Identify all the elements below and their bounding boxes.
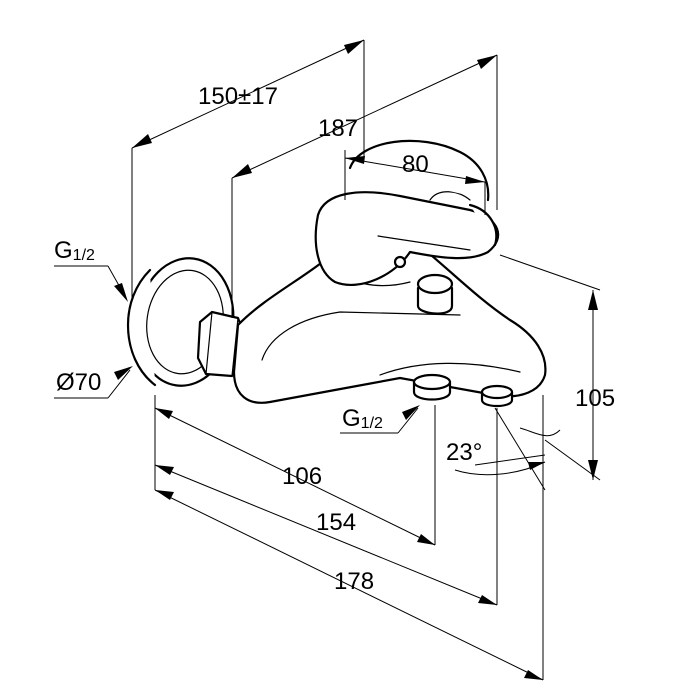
rosette-diameter-label: Ø70 [56,369,101,396]
dim-angle-label: 23° [446,439,482,466]
dim-80-label: 80 [402,151,429,178]
leader-lines [54,265,419,434]
dim-150-label: 150±17 [198,83,278,110]
dimension-labels: 150±17 187 80 105 106 154 178 23° Ø70 G1… [54,83,615,595]
outlet-connectors [412,373,514,408]
inlet-nut [196,310,246,378]
dim-106-label: 106 [282,463,322,490]
dim-105-label: 105 [575,385,615,412]
dim-154-label: 154 [316,509,356,536]
dim-178-label: 178 [334,568,374,595]
dim-187-label: 187 [318,115,358,142]
dimension-lines [131,39,601,681]
dimension-arrows [114,40,598,680]
diverter-knob [416,273,454,315]
faucet-drawing [126,139,547,408]
thread-outlet-label: G1/2 [342,405,383,432]
thread-inlet-label: G1/2 [54,237,95,264]
